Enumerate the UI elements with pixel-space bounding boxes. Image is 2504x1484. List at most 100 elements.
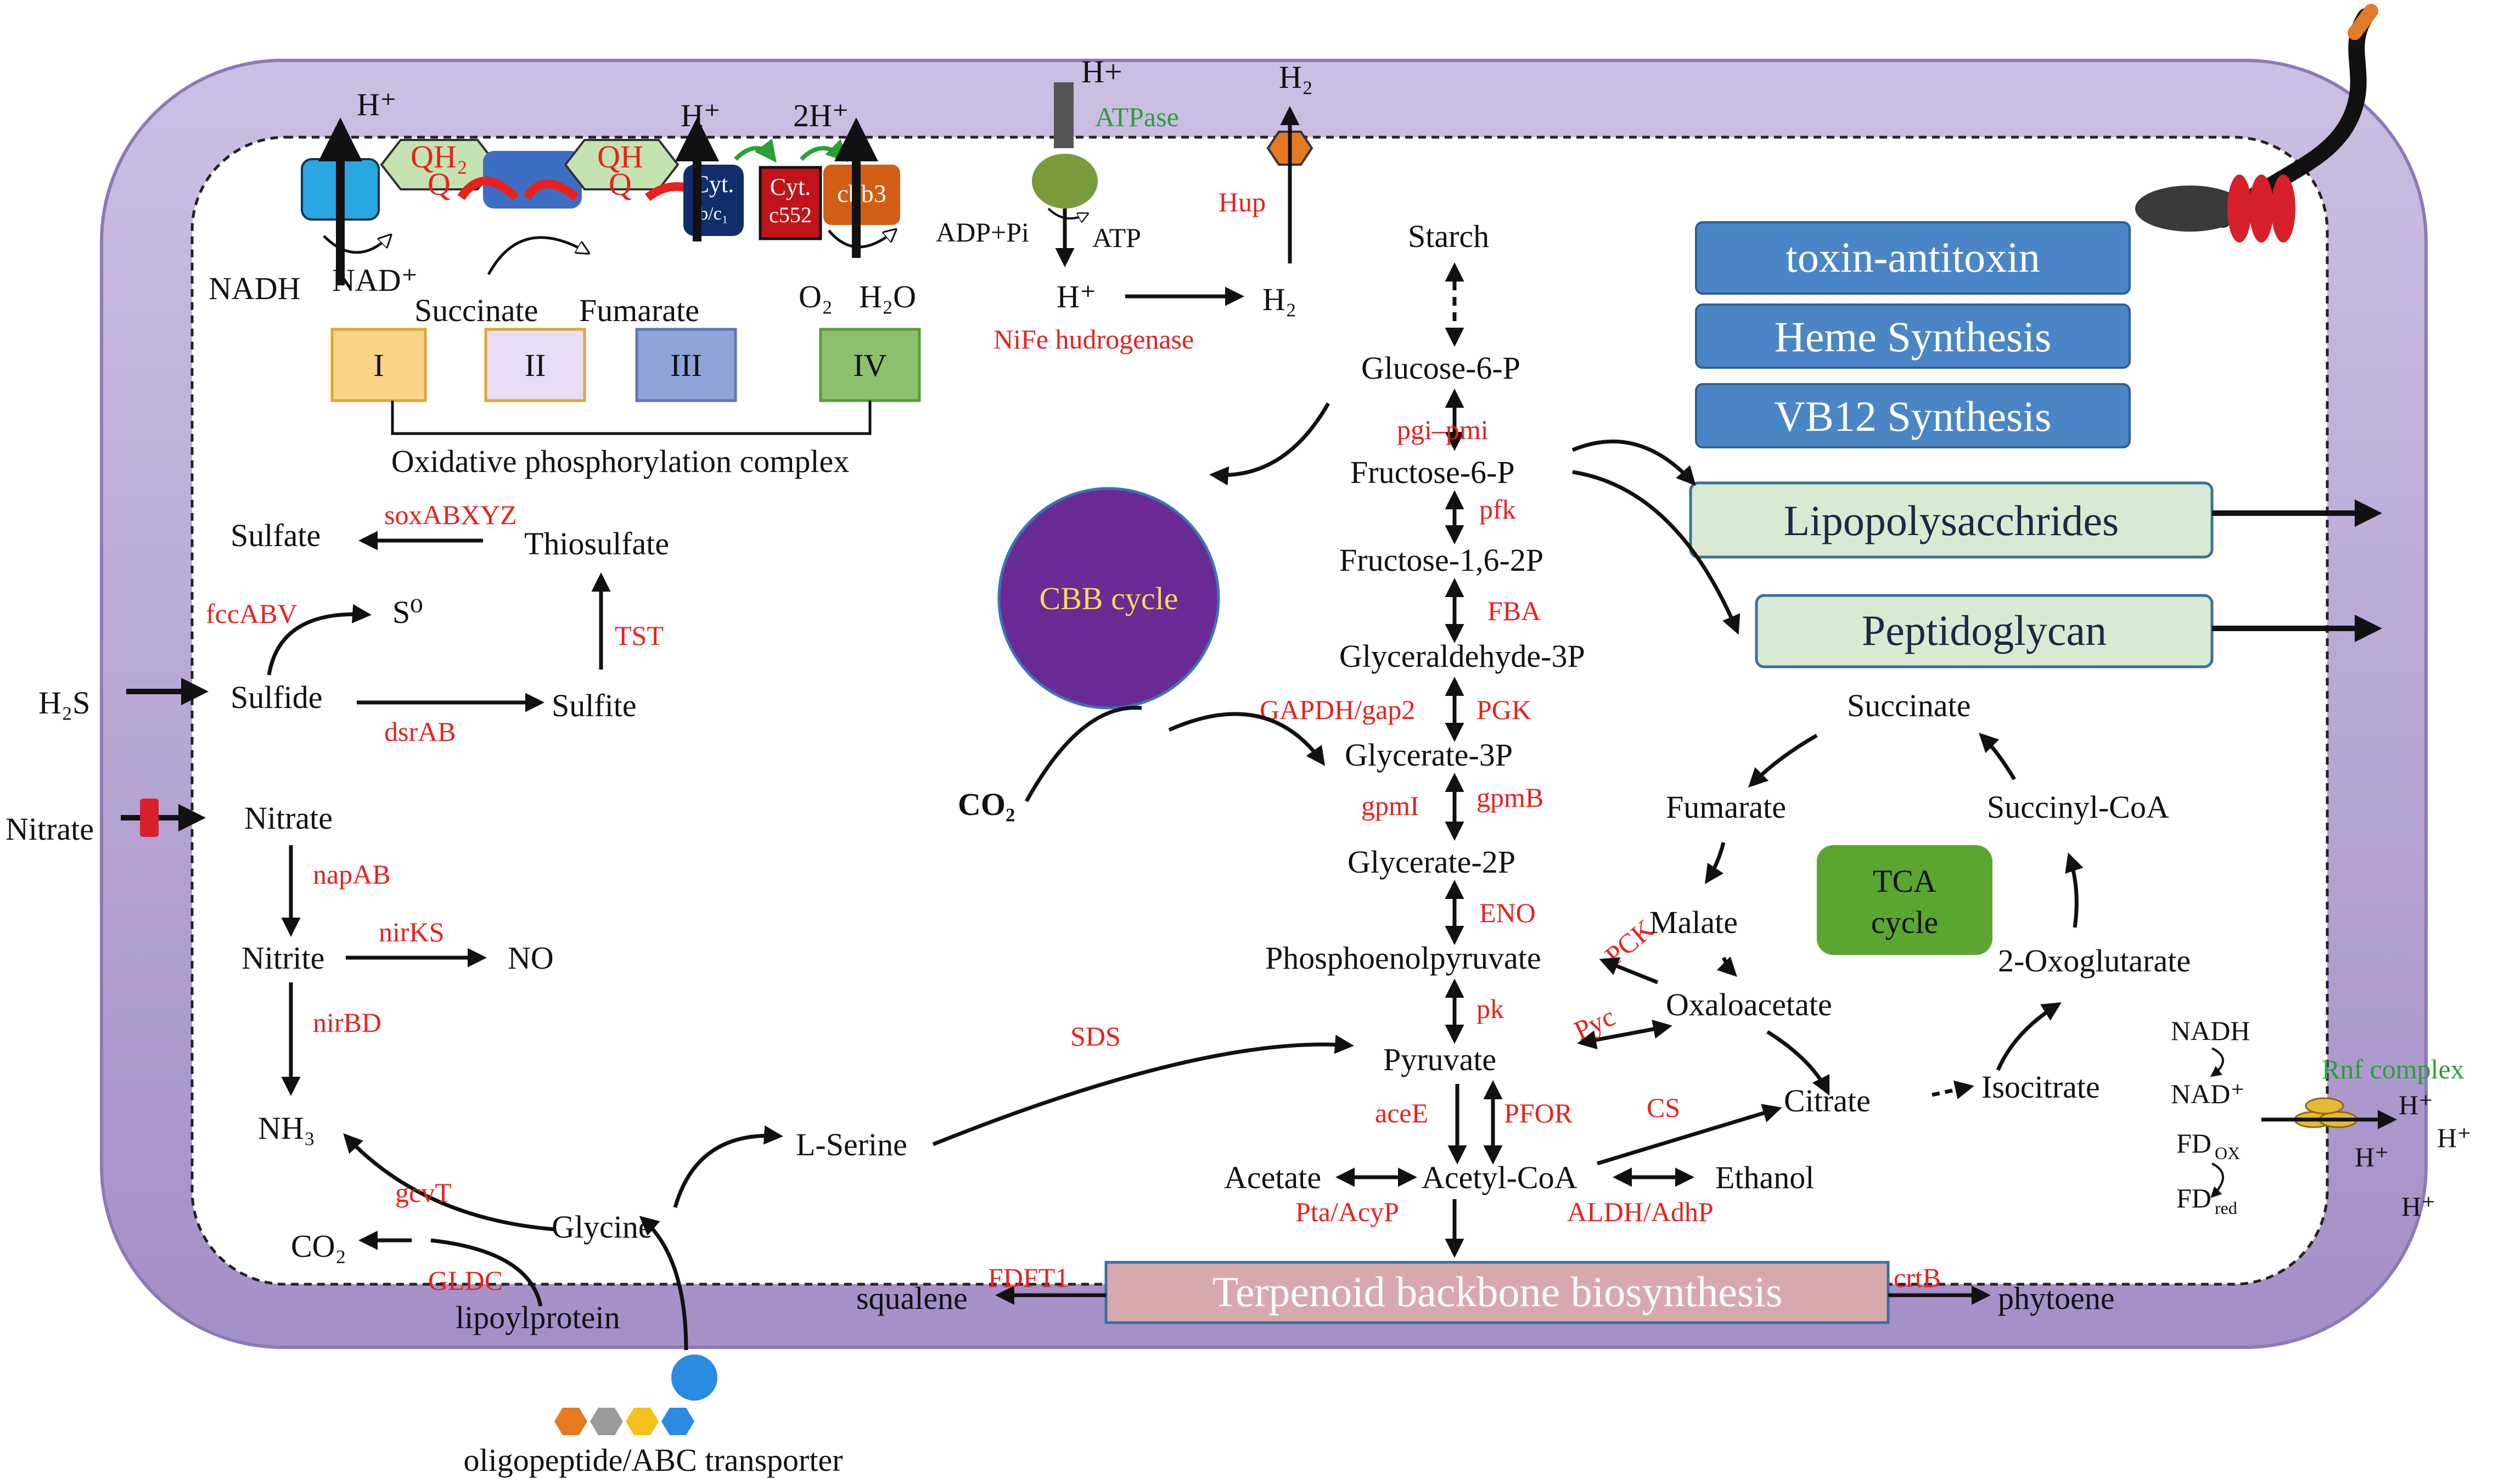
rnf-h-4: H⁺	[2401, 1191, 2436, 1222]
glycine-serine-arrow	[673, 1125, 783, 1208]
succinyl-succinate-arrow	[1979, 733, 2017, 780]
rnf-nadh: NADH	[2171, 1015, 2250, 1046]
q-label-1: Q	[428, 166, 451, 202]
gldc-arrow	[430, 1238, 543, 1307]
s0-label: S⁰	[392, 594, 423, 630]
cbb-gly3p-arrow	[1168, 712, 1326, 766]
pck-arrow	[1599, 957, 1659, 985]
electron-green-1	[734, 138, 777, 163]
sds-arrow	[932, 1035, 1354, 1146]
nh3-label: NH₃	[258, 1110, 315, 1146]
transporter-label: oligopeptide/ABC transporter	[463, 1442, 843, 1478]
cyt-c552-label: Cyt.	[770, 173, 811, 200]
h2-in-label: H₂	[1262, 282, 1296, 317]
sox-label: soxABXYZ	[384, 499, 517, 530]
gapdh-label: GAPDH/gap2	[1260, 694, 1415, 725]
dsr-label: dsrAB	[384, 716, 456, 747]
glycine-label: Glycine	[552, 1209, 653, 1245]
tca-malate: Malate	[1649, 904, 1738, 940]
gpmb-label: gpmB	[1476, 782, 1543, 813]
h2s-label: H₂S	[38, 685, 90, 721]
serine-label: L-Serine	[796, 1127, 907, 1162]
transport-glycine-arrow	[639, 1216, 688, 1351]
nirbd-label: nirBD	[313, 1007, 381, 1038]
lps-box	[1689, 481, 2214, 559]
rnf-nad: NAD⁺	[2171, 1078, 2245, 1109]
f6p-lps-arrow	[1571, 439, 1696, 486]
f6p-pgn-arrow	[1572, 470, 1741, 635]
electron-arrow-1	[457, 177, 519, 201]
rnf-h-2: H⁺	[2437, 1122, 2472, 1153]
succinate-label: Succinate	[414, 293, 538, 328]
g6p-cbb-arrow	[1209, 402, 1330, 486]
co2-label: CO₂	[958, 786, 1015, 822]
hup-label: Hup	[1219, 187, 1266, 217]
malate-oaa-arrow	[1716, 956, 1737, 977]
peptide-2	[590, 1408, 623, 1435]
two-h-plus: 2H⁺	[793, 98, 849, 133]
isocitrate-oxo-arrow	[1996, 1002, 2062, 1071]
f16-label: Fructose-1,6-2P	[1339, 542, 1543, 578]
crtb-label: crtB	[1894, 1262, 1941, 1293]
peptide-1	[554, 1408, 587, 1435]
cbb3-protein	[823, 165, 900, 225]
nadh-conversion-arrow	[323, 236, 390, 254]
no-label: NO	[508, 940, 554, 976]
fumarate-label: Fumarate	[579, 293, 699, 328]
nitrate-label: Nitrate	[244, 800, 333, 836]
fumarate-malate-arrow	[1705, 842, 1726, 884]
pta-label: Pta/AcyP	[1295, 1196, 1399, 1227]
tca-label-1: TCA	[1873, 863, 1936, 899]
tca-succinate: Succinate	[1847, 688, 1970, 723]
gcvt-arrow	[343, 1133, 555, 1232]
q-label-2: Q	[609, 166, 632, 202]
tca-citrate: Citrate	[1784, 1083, 1871, 1118]
tca-box	[1817, 845, 1992, 955]
fcc-arrow	[267, 604, 372, 676]
atpase-h-plus: H+	[1081, 54, 1122, 89]
vb12-label: VB12 Synthesis	[1775, 392, 2052, 440]
heme-label: Heme Synthesis	[1775, 313, 2052, 361]
phytoene-label: phytoene	[1998, 1280, 2115, 1316]
fcc-label: fccABV	[206, 598, 297, 629]
vb12-box	[1695, 383, 2131, 448]
electron-arrow-2	[523, 179, 580, 201]
sulfide-label: Sulfide	[231, 679, 323, 715]
qh2-label-1: QH₂	[411, 139, 468, 175]
h2-out-label: H₂	[1279, 59, 1313, 95]
tca-succinylcoa: Succinyl-CoA	[1987, 789, 2169, 825]
acee-label: aceE	[1375, 1098, 1428, 1128]
complex-iv-label: IV	[853, 347, 886, 383]
qh-label-2: QH	[597, 139, 643, 175]
complex-iii-label: III	[670, 347, 702, 383]
tca-fumarate: Fumarate	[1666, 789, 1786, 825]
oxphos-label: Oxidative phosphorylation complex	[391, 443, 849, 479]
g6p-label: Glucose-6-P	[1361, 350, 1520, 386]
thiosulfate-label: Thiosulfate	[524, 526, 669, 561]
fba-label: FBA	[1487, 595, 1541, 626]
cyt-bc1-sublabel: b/c₁	[699, 204, 728, 224]
gldc-label: GLDC	[428, 1265, 503, 1296]
flagellum-ring-2	[2249, 175, 2273, 243]
squalene-label: squalene	[856, 1280, 968, 1316]
rnf-fd-curve	[2210, 1162, 2224, 1198]
atpase-conversion-arrow	[1047, 207, 1087, 218]
fdft1-label: FDFT1	[988, 1262, 1069, 1293]
flagellum-ring-3	[2271, 175, 2295, 243]
h2o-label: H₂O	[859, 279, 916, 314]
tca-isocitrate: Isocitrate	[1981, 1069, 2100, 1105]
sulfate-label: Sulfate	[231, 518, 321, 553]
tst-label: TST	[615, 620, 664, 651]
rnf-fdox-sub: OX	[2215, 1143, 2240, 1163]
oxo-succinyl-arrow	[2065, 852, 2084, 928]
nitrite-label: Nitrite	[242, 940, 324, 976]
rnf-h-1: H⁺	[2399, 1089, 2433, 1120]
cbb3-label: cbb3	[837, 179, 886, 207]
rnf-h-3: H⁺	[2355, 1142, 2389, 1172]
heme-box	[1695, 303, 2131, 369]
rnf-fdred: FD	[2176, 1183, 2211, 1213]
atpase-head	[1032, 154, 1098, 209]
h-plus-complex-i: H⁺	[357, 87, 397, 122]
